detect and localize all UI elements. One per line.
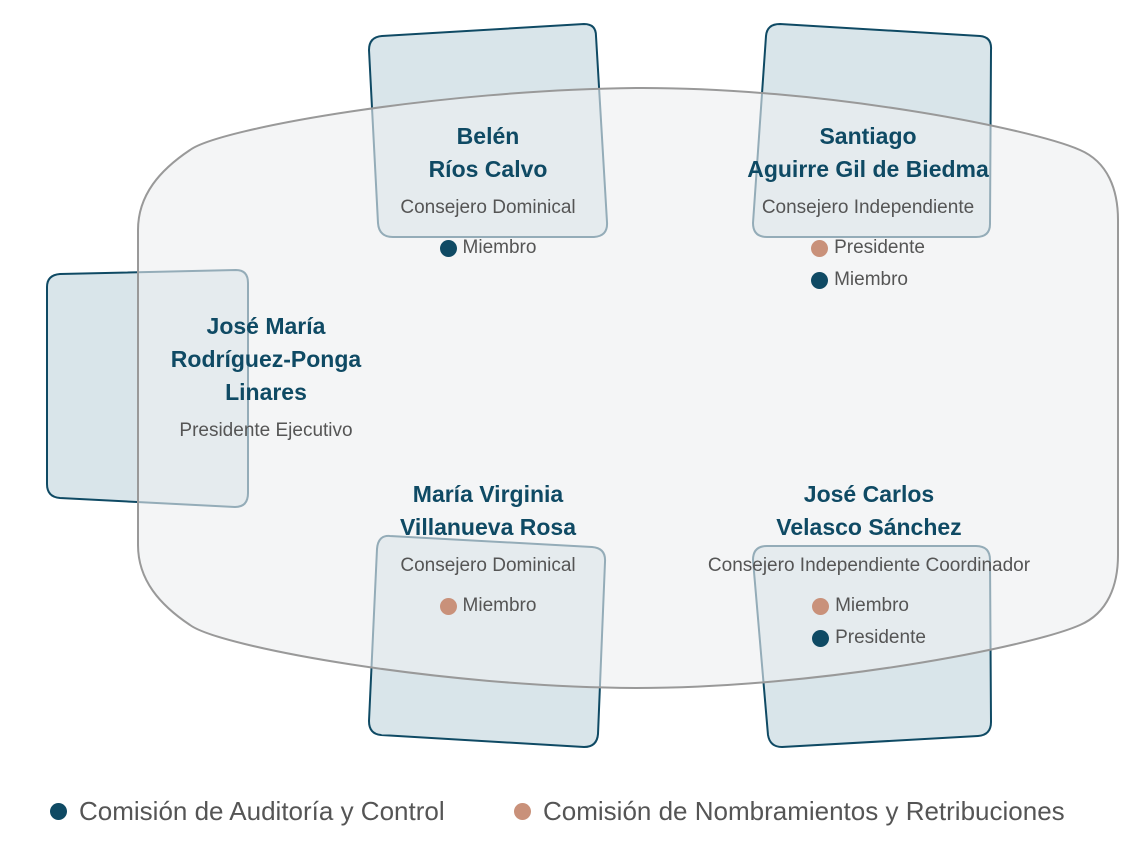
member-card-mariavirginia: María Virginia Villanueva Rosa Consejero… <box>358 478 618 622</box>
audit-dot-icon <box>811 271 829 289</box>
name-line: Ríos Calvo <box>428 156 548 182</box>
committee-role-label: Miembro <box>834 269 908 290</box>
legend-label: Comisión de Nombramientos y Retribucione… <box>543 796 1065 826</box>
audit-dot-icon <box>50 803 67 820</box>
legend-item-nominations: Comisión de Nombramientos y Retribucione… <box>514 796 1065 827</box>
committee-role: Miembro <box>811 264 908 296</box>
nominations-dot-icon <box>439 597 457 615</box>
committee-role: Presidente <box>812 622 926 654</box>
member-name: María Virginia Villanueva Rosa <box>358 478 618 544</box>
board-table <box>137 86 1119 690</box>
committee-role-label: Miembro <box>835 595 909 616</box>
member-card-belen: Belén Ríos Calvo Consejero Dominical Mie… <box>368 120 608 264</box>
committee-role-label: Presidente <box>834 237 925 258</box>
member-role: Presidente Ejecutivo <box>179 420 353 441</box>
committee-roles: Miembro <box>368 226 608 264</box>
member-name: Belén Ríos Calvo <box>368 120 608 186</box>
member-card-santiago: Santiago Aguirre Gil de Biedma Consejero… <box>718 120 1018 296</box>
nominations-dot-icon <box>514 803 531 820</box>
committee-role: Miembro <box>812 590 909 622</box>
member-role: Consejero Dominical <box>400 555 576 576</box>
nominations-dot-icon <box>812 597 830 615</box>
name-line: José Carlos <box>803 481 935 507</box>
committee-role-label: Miembro <box>462 595 537 616</box>
name-line: Santiago <box>819 123 917 149</box>
committee-roles: Miembro <box>358 584 618 622</box>
nominations-dot-icon <box>811 239 829 257</box>
member-card-josecarlos: José Carlos Velasco Sánchez Consejero In… <box>664 478 1074 654</box>
name-line: Rodríguez-Ponga <box>170 346 362 372</box>
committee-roles: Miembro Presidente <box>664 584 1074 654</box>
name-line: Velasco Sánchez <box>776 514 962 540</box>
committee-role: Presidente <box>811 232 925 264</box>
member-role: Consejero Independiente Coordinador <box>707 555 1031 576</box>
committee-roles: Presidente Miembro <box>718 226 1018 296</box>
member-card-josemaria: José María Rodríguez-Ponga Linares Presi… <box>146 310 386 443</box>
name-line: María Virginia <box>412 481 564 507</box>
legend-item-audit: Comisión de Auditoría y Control <box>50 796 445 827</box>
committee-role-label: Presidente <box>835 627 926 648</box>
member-name: José Carlos Velasco Sánchez <box>664 478 1074 544</box>
committee-role: Miembro <box>439 232 537 264</box>
member-name: José María Rodríguez-Ponga Linares <box>146 310 386 409</box>
name-line: Belén <box>456 123 520 149</box>
audit-dot-icon <box>439 239 457 257</box>
name-line: Linares <box>225 379 307 405</box>
name-line: Villanueva Rosa <box>400 514 576 540</box>
member-role: Consejero Dominical <box>400 197 576 218</box>
legend-label: Comisión de Auditoría y Control <box>79 796 445 826</box>
committee-role: Miembro <box>439 590 537 622</box>
name-line: Aguirre Gil de Biedma <box>747 156 989 182</box>
committee-role-label: Miembro <box>462 237 537 258</box>
audit-dot-icon <box>812 629 830 647</box>
member-role: Consejero Independiente <box>761 197 975 218</box>
name-line: José María <box>206 313 326 339</box>
member-name: Santiago Aguirre Gil de Biedma <box>718 120 1018 186</box>
